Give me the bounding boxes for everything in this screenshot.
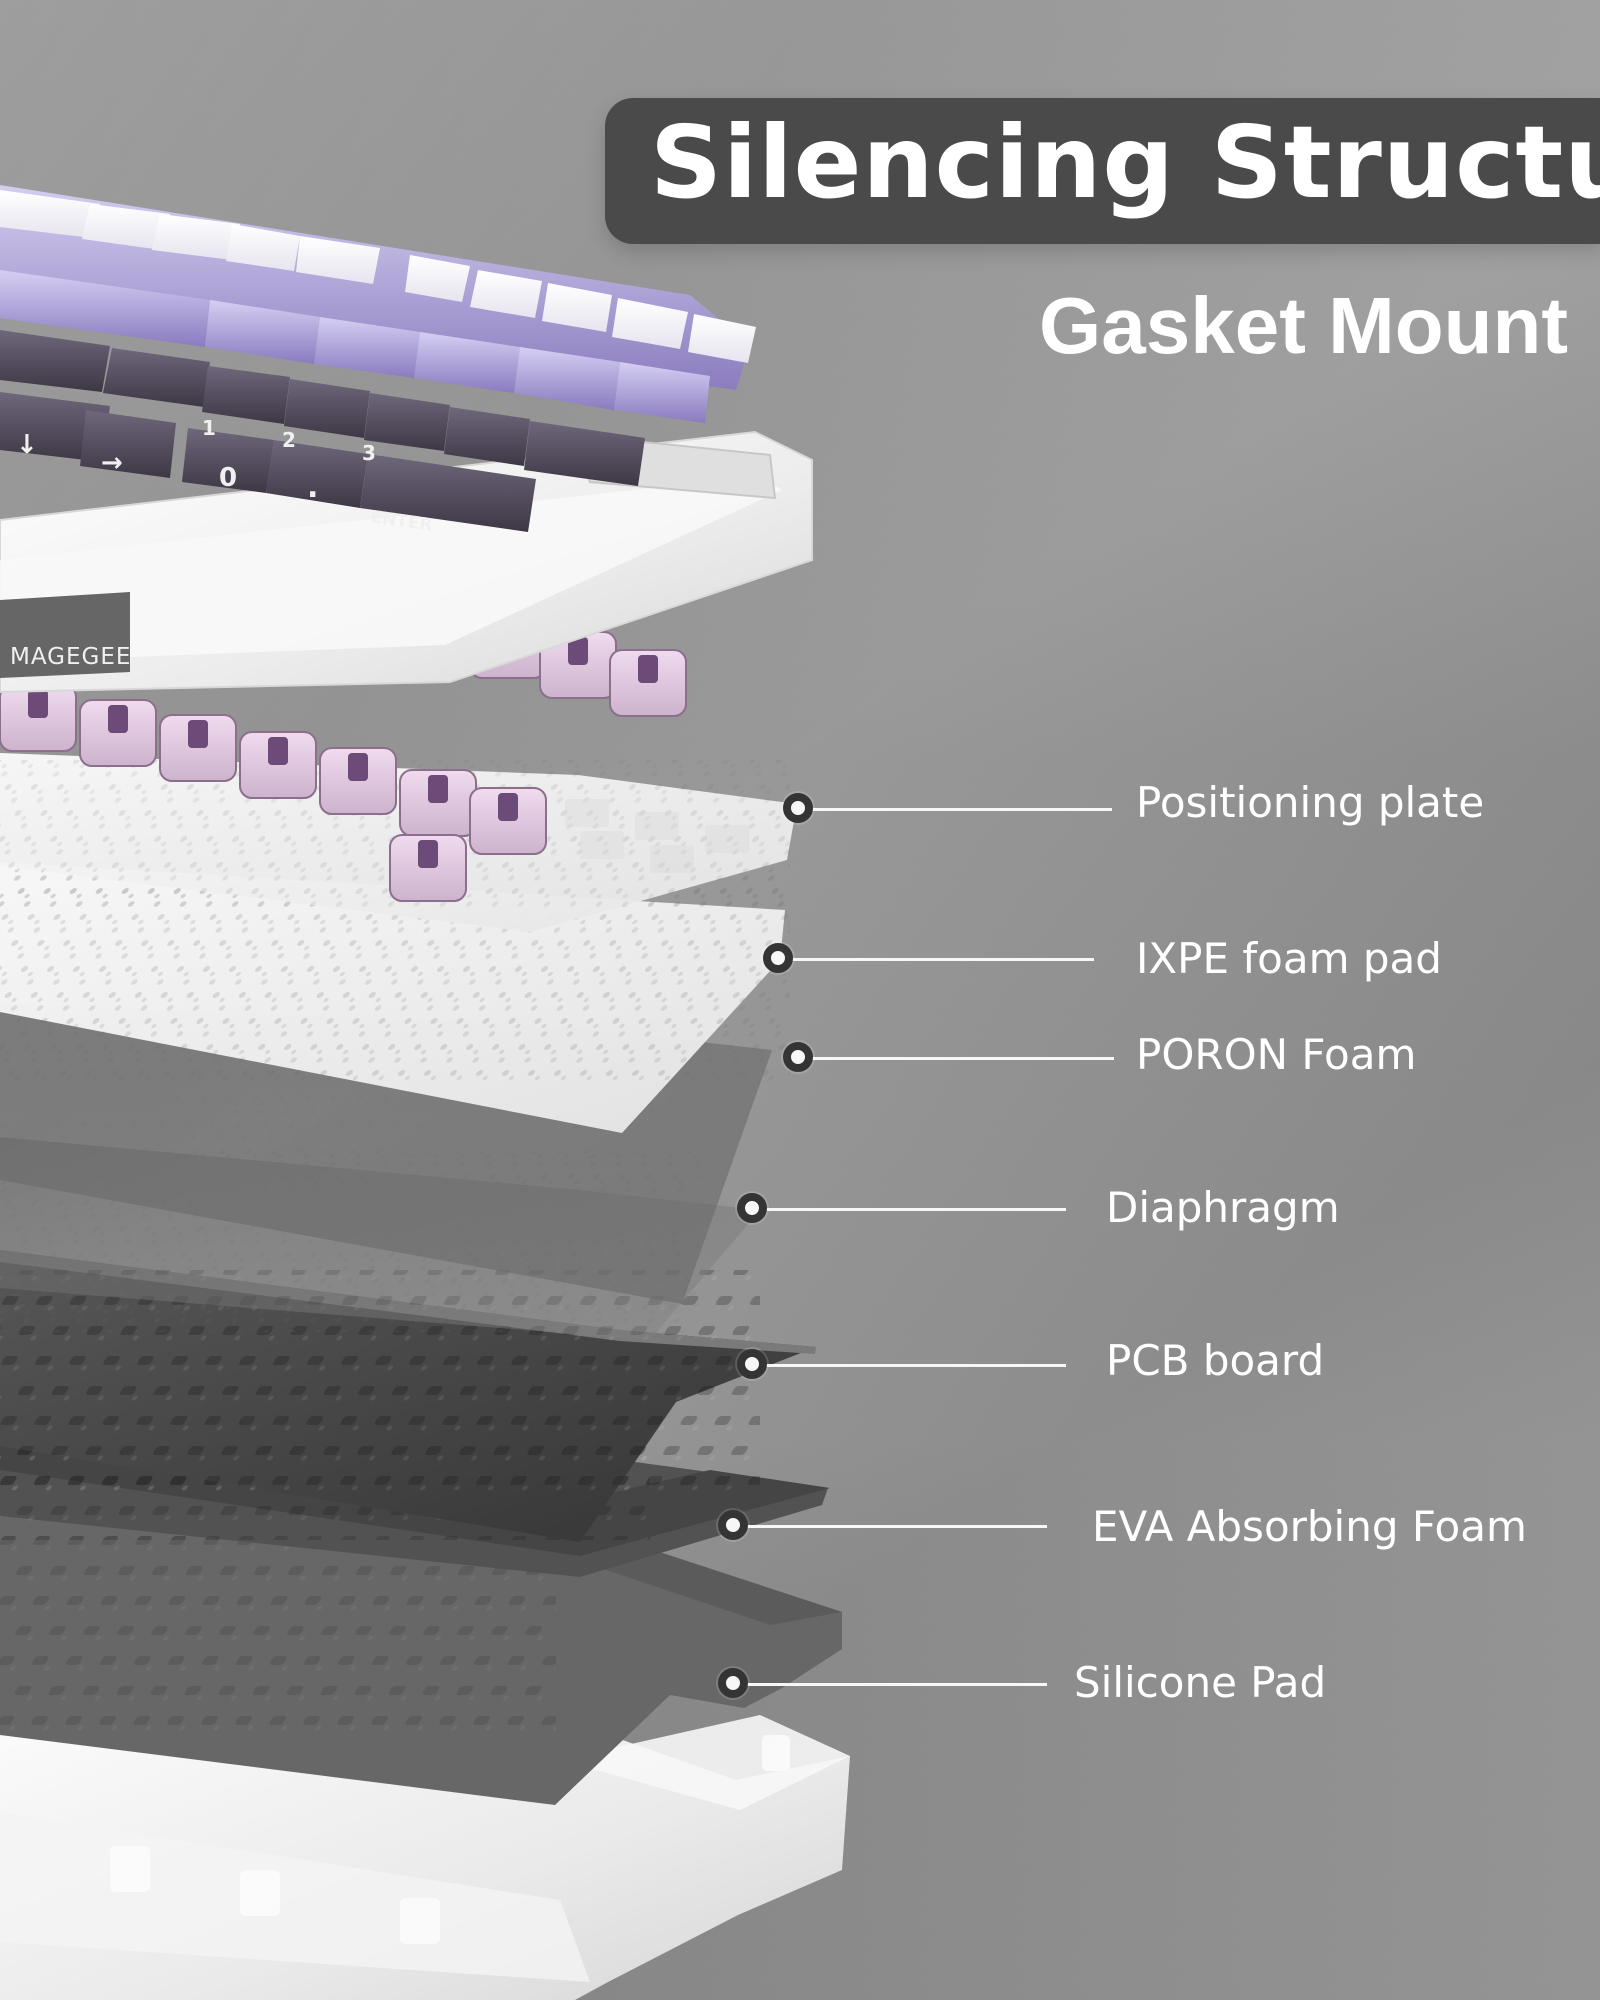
page-title: Silencing Structure [650,104,1600,221]
ixpe-foam-pad-dot [763,943,793,973]
eva-absorbing-foam-dot [718,1510,748,1540]
pcb-board-line [764,1364,1066,1367]
zero-key-label: 0 [219,463,237,493]
positioning-plate-label: Positioning plate [1136,778,1485,827]
poron-foam-label: PORON Foam [1136,1030,1417,1079]
dot-key-label: . [307,470,318,505]
right-arrow-key-label: → [101,448,123,478]
positioning-plate-line [810,808,1112,811]
eva-absorbing-foam-label: EVA Absorbing Foam [1092,1502,1527,1551]
left-arrow-key-label: ↓ [16,430,38,460]
ixpe-foam-pad-line [790,958,1094,961]
silicone-pad-line [745,1683,1047,1686]
title-banner [605,98,1600,244]
pcb-board-label: PCB board [1106,1336,1325,1385]
poron-foam-dot [783,1042,813,1072]
positioning-plate-dot [783,793,813,823]
poron-foam-line [810,1057,1114,1060]
brand-logo-text: MAGEGEE [10,644,131,670]
pcb-board-dot [737,1349,767,1379]
two-key-label: 2 [282,428,296,452]
keycaps-layer: ↓ → 0 . ENTER 1 2 3 [0,185,756,536]
diaphragm-line [764,1208,1066,1211]
diaphragm-dot [737,1193,767,1223]
eva-absorbing-foam-line [745,1525,1047,1528]
ixpe-foam-pad-label: IXPE foam pad [1136,934,1442,983]
page-subtitle: Gasket Mount [1039,281,1568,370]
diaphragm-label: Diaphragm [1106,1183,1340,1232]
three-key-label: 3 [362,441,376,465]
silicone-pad-dot [718,1668,748,1698]
silicone-pad-label: Silicone Pad [1074,1658,1327,1707]
one-key-label: 1 [202,416,216,440]
